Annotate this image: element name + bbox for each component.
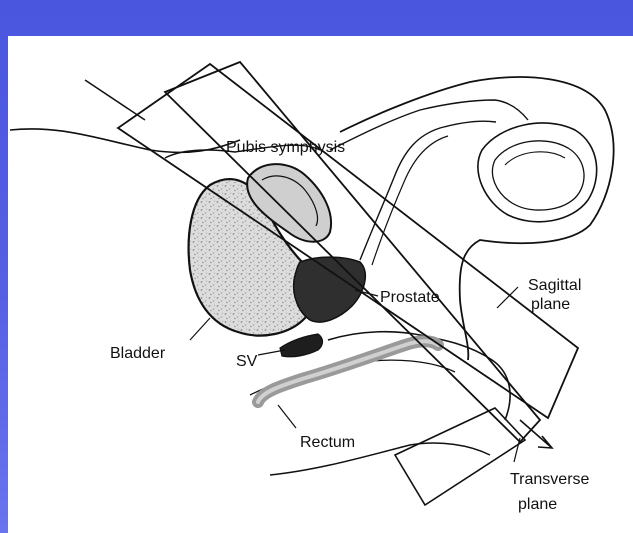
bladder-leader [190,318,210,340]
urethra-line-inner-2 [372,136,448,265]
label-prostate: Prostate [380,289,440,306]
transverse-plane-lower [395,408,525,505]
prostate [294,257,366,322]
label-pubis-symphysis: Pubis symphysis [226,139,345,156]
sagittal-leader [497,287,518,308]
urethra-line-inner [360,121,496,260]
transverse-leader [514,438,520,462]
testis-outer [478,123,597,222]
label-plane-transverse: plane [518,496,557,513]
rectum-leader [278,405,296,428]
outer-genital-outline [340,77,614,360]
label-transverse: Transverse [510,471,590,488]
sagittal-plane-rod [85,80,145,120]
label-plane-sagittal: plane [531,296,570,313]
label-sv: SV [236,353,258,370]
urethra-line-outer [330,100,528,150]
testis-inner [492,141,584,210]
label-bladder: Bladder [110,345,166,362]
testis-inner-2 [505,152,565,165]
seminal-vesicle [280,334,323,357]
label-rectum: Rectum [300,434,355,451]
label-sagittal: Sagittal [528,277,581,294]
